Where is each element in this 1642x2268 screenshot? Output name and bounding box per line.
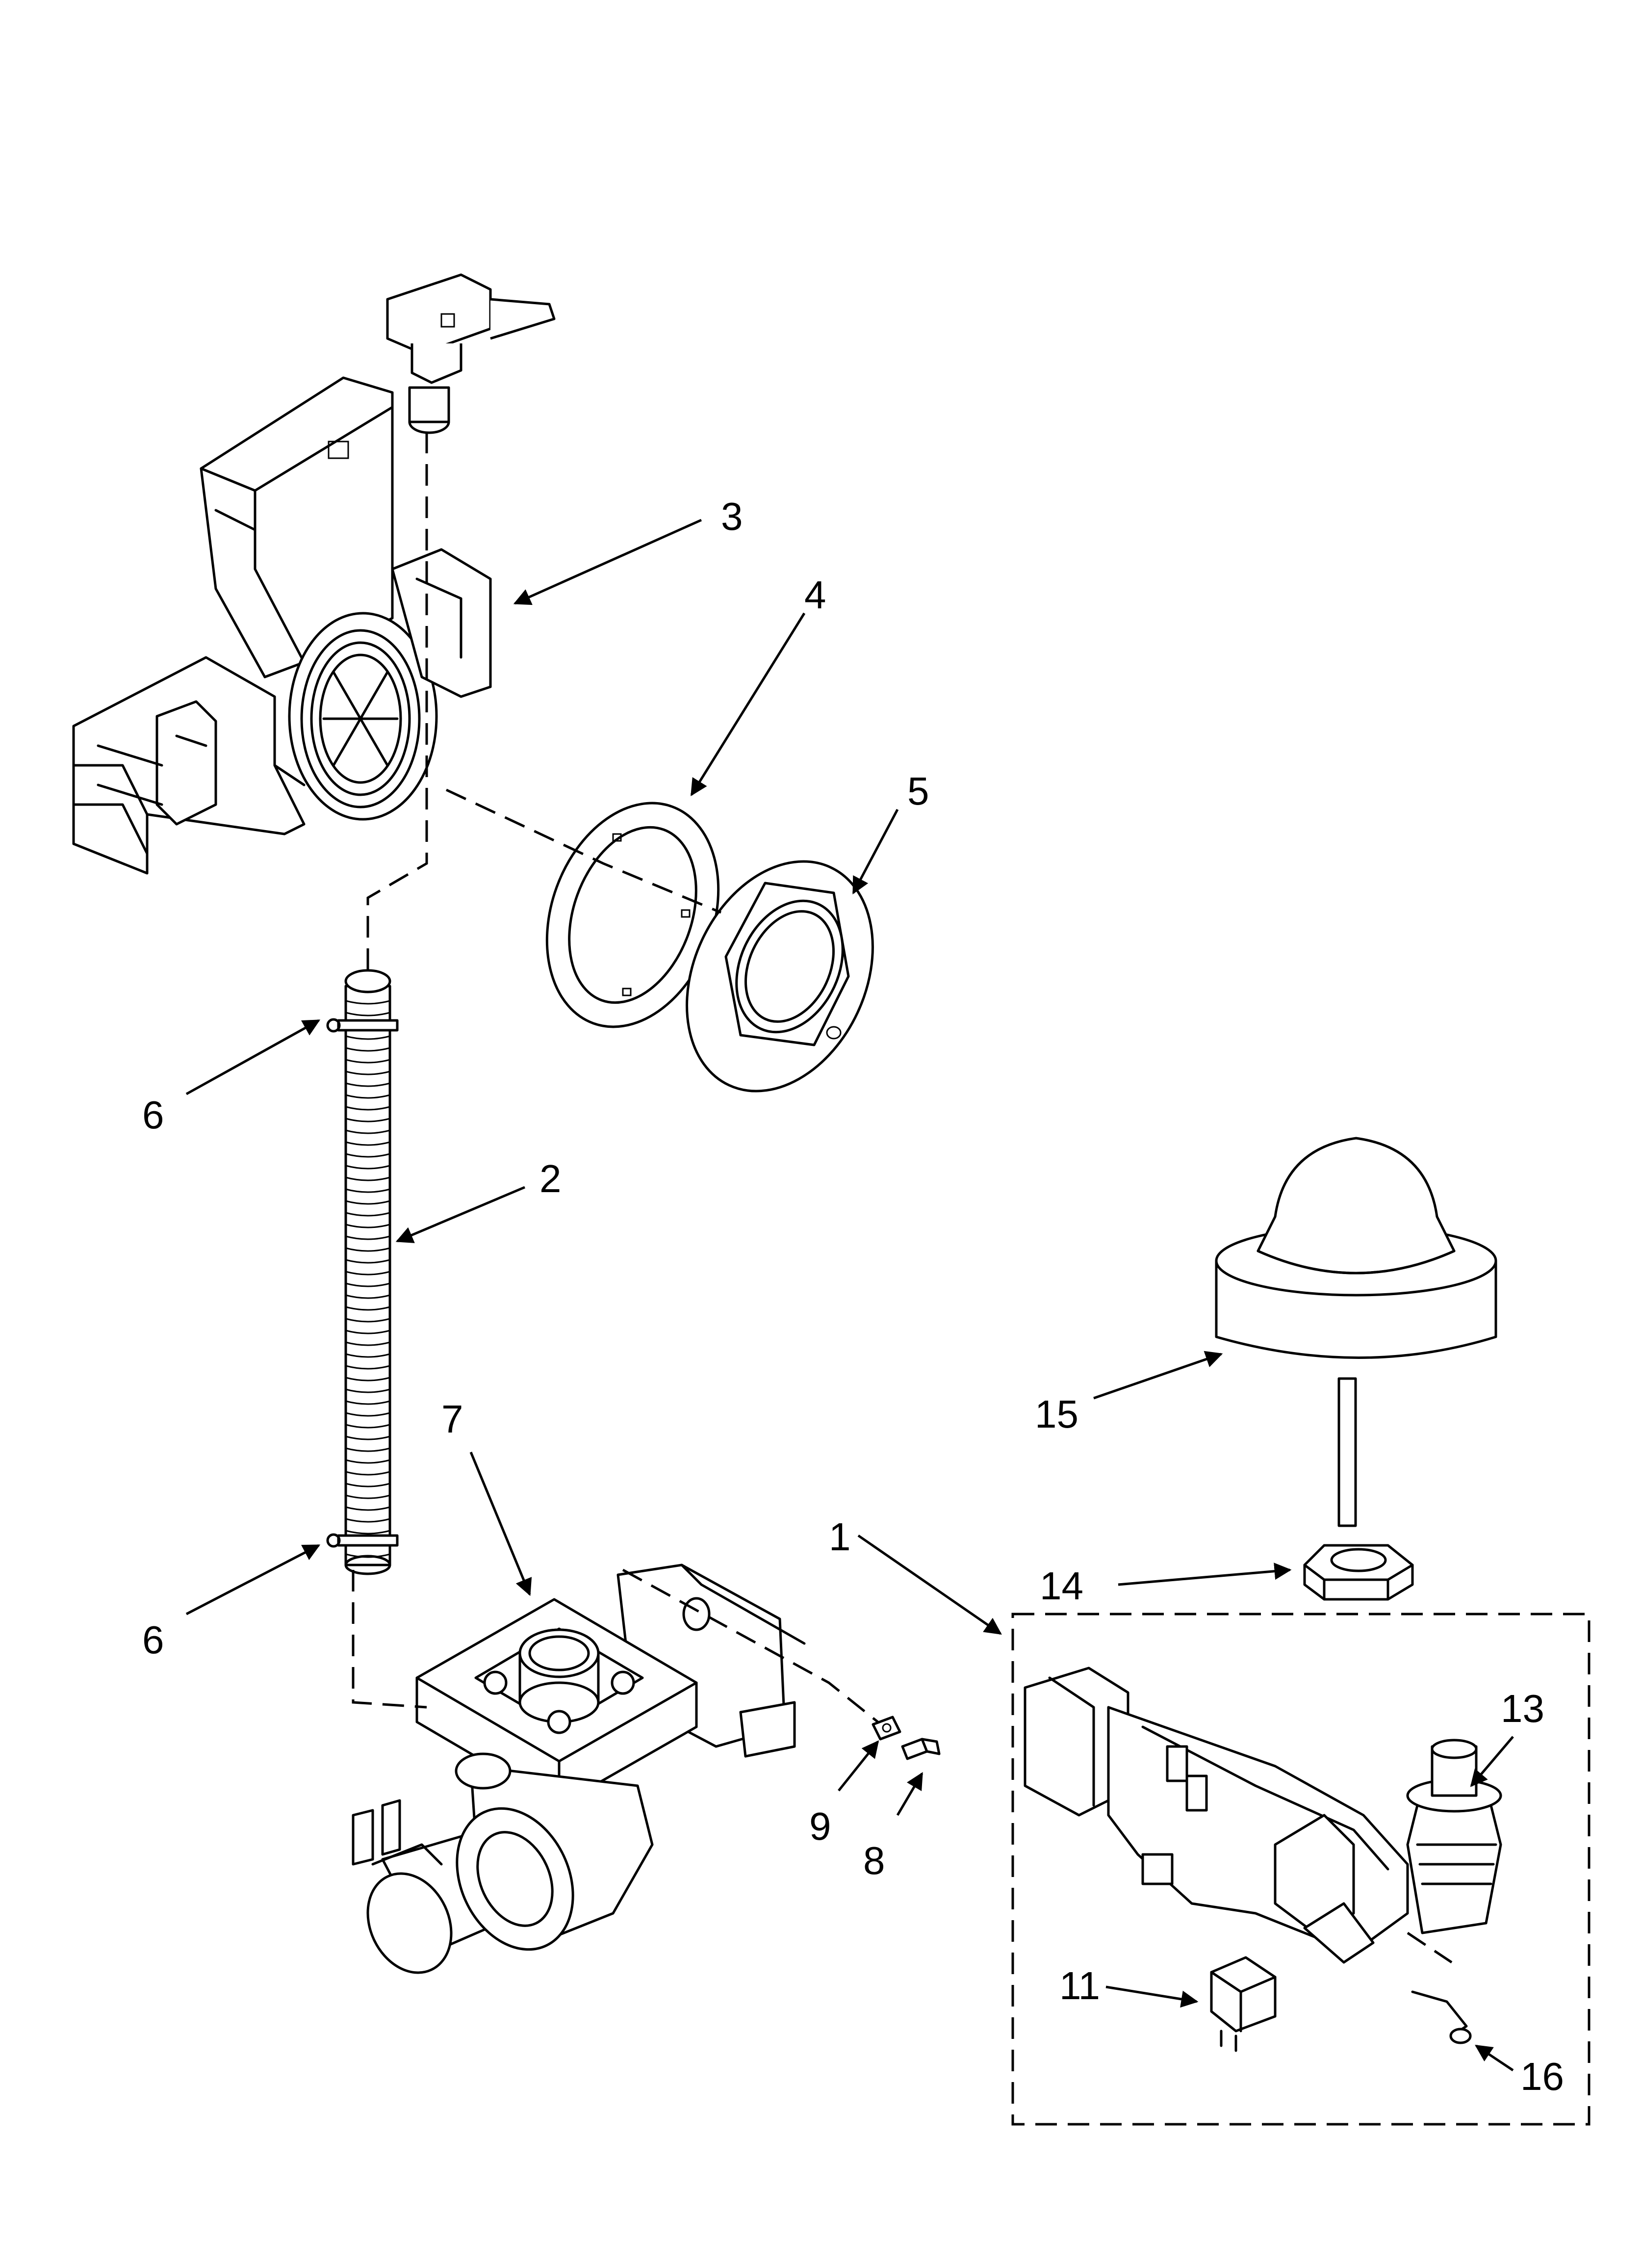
leader-lines — [185, 519, 1514, 2072]
part-6-clamp-top — [337, 1019, 399, 1032]
callout-3: 3 — [721, 495, 743, 538]
callout-14: 14 — [1040, 1564, 1083, 1608]
callout-6-top: 6 — [142, 1093, 164, 1137]
callout-6-bottom: 6 — [142, 1618, 164, 1662]
part-1-assembly — [1011, 1613, 1591, 2126]
part-3-housing — [72, 273, 556, 875]
part-4-gasket — [545, 802, 720, 1028]
callout-2: 2 — [539, 1157, 562, 1200]
callouts: 3 4 5 6 2 7 1 6 9 8 15 14 13 11 16 — [142, 495, 1564, 2098]
part-2-hose — [326, 969, 399, 1575]
part-11-switch — [1210, 1956, 1277, 2033]
callout-16: 16 — [1520, 2055, 1564, 2098]
callout-1: 1 — [829, 1515, 851, 1559]
part-14-nut — [1303, 1544, 1414, 1601]
callout-8: 8 — [863, 1839, 885, 1882]
part-15-knob — [1215, 1137, 1497, 1527]
callout-5: 5 — [907, 769, 929, 813]
callout-15: 15 — [1035, 1392, 1078, 1436]
part-5-nut — [686, 860, 874, 1093]
callout-13: 13 — [1501, 1687, 1544, 1730]
part-6-clamp-bottom — [337, 1534, 399, 1547]
callout-7: 7 — [441, 1397, 463, 1441]
callout-9: 9 — [809, 1804, 831, 1848]
callout-4: 4 — [804, 573, 826, 617]
part-9-washer — [872, 1716, 901, 1741]
part-8-screw — [901, 1738, 941, 1760]
callout-11: 11 — [1059, 1964, 1100, 2007]
alignment-lines — [352, 432, 1453, 1964]
part-7-valve — [352, 1564, 806, 1974]
